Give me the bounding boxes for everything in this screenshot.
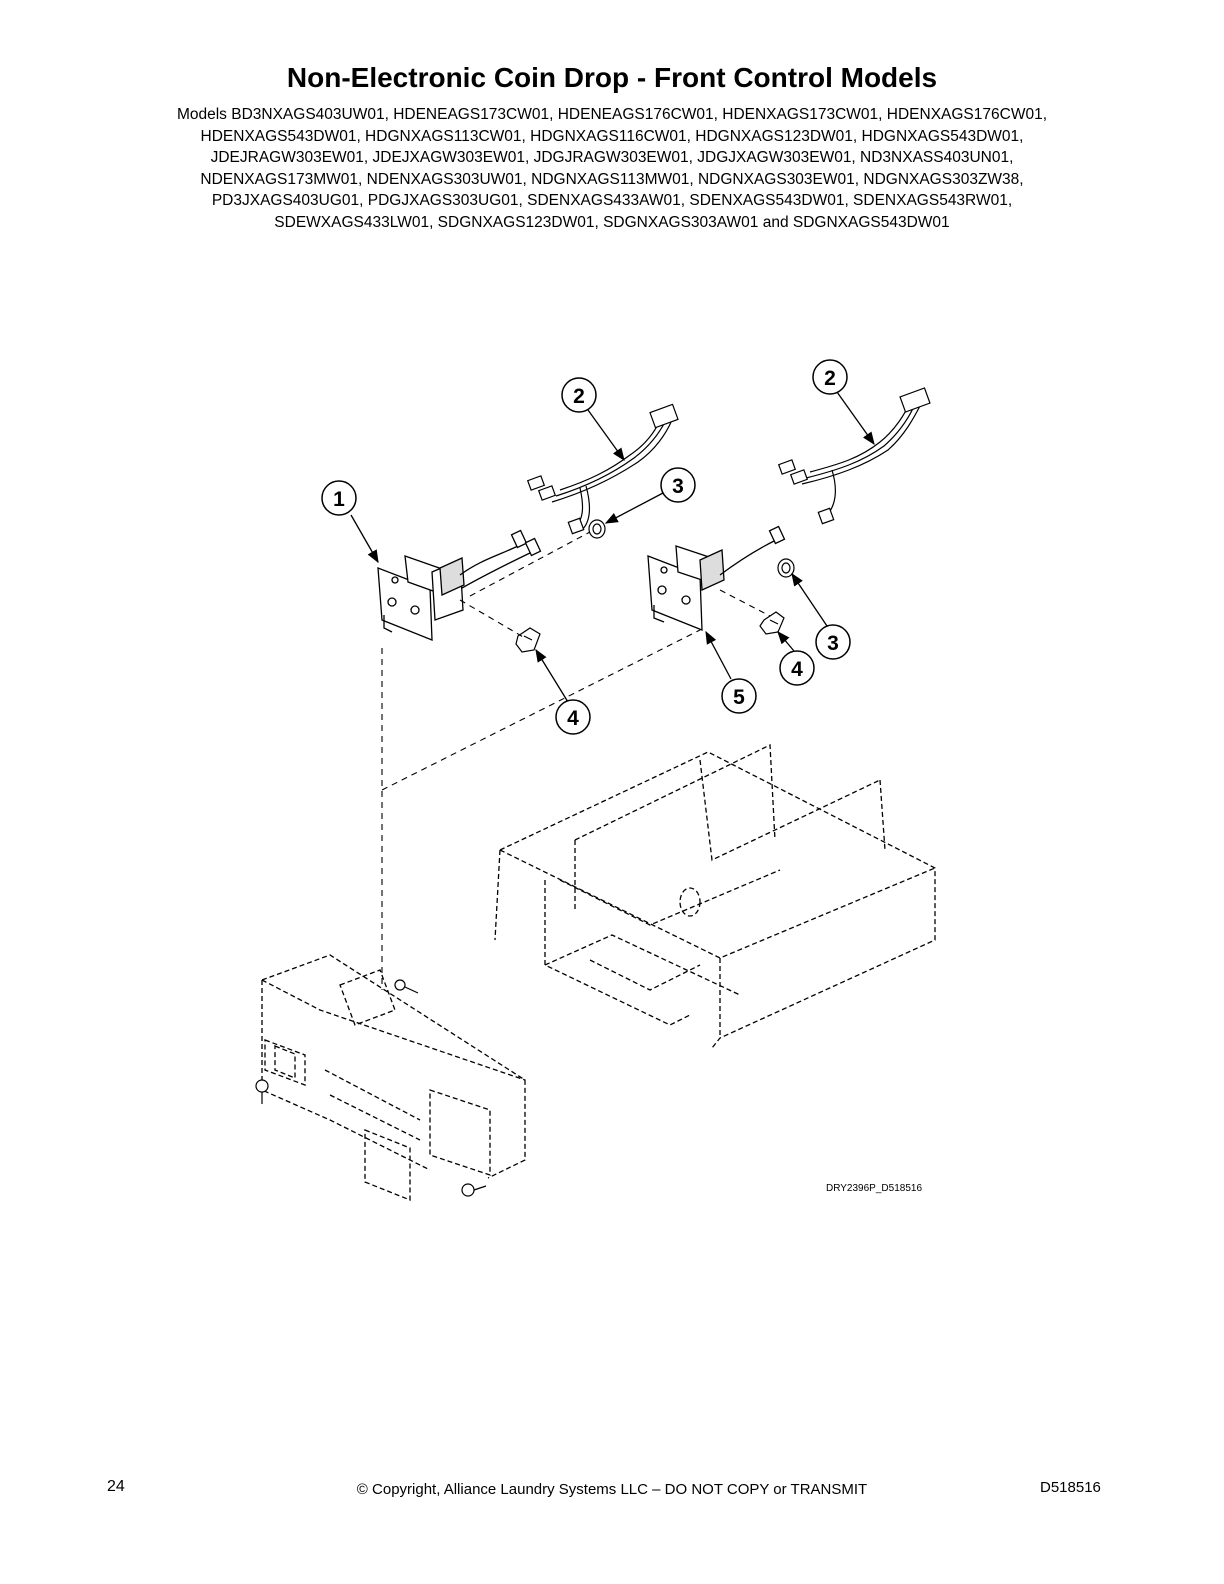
wire-harness-right (777, 387, 931, 525)
alignment-lines (381, 531, 771, 990)
screws (255, 979, 487, 1197)
model-line: PD3JXAGS403UG01, PDGJXAGS303UG01, SDENXA… (211, 192, 1013, 209)
coin-chute-right (759, 611, 785, 635)
document-number: D518516 (1040, 1479, 1101, 1496)
model-line: HDENXAGS543DW01, HDGNXAGS113CW01, HDGNXA… (200, 127, 1024, 145)
dryer-cabinet (494, 743, 936, 1049)
model-line: JDEJRAGW303EW01, JDEJXAGW303EW01, JDGJRA… (210, 149, 1014, 166)
callout-label: 4 (791, 658, 803, 681)
coin-chute-left (515, 627, 541, 653)
coin-drop-assembly-left (377, 529, 542, 641)
model-line: NDENXAGS173MW01, NDENXAGS303UW01, NDGNXA… (200, 170, 1024, 188)
callout-label: 3 (672, 475, 684, 498)
callout-2: 2 (812, 359, 848, 395)
control-console (261, 954, 526, 1201)
callout-label: 2 (573, 385, 585, 408)
copyright-notice: © Copyright, Alliance Laundry Systems LL… (356, 1481, 868, 1498)
grommet-right (777, 558, 795, 578)
grommet-left (588, 519, 606, 539)
callout-5: 5 (721, 678, 757, 714)
callout-label: 1 (333, 488, 345, 511)
callout-label: 2 (824, 367, 836, 390)
model-list: Models BD3NXAGS403UW01, HDENEAGS173CW01,… (70, 104, 1154, 233)
callout-label: 3 (827, 632, 839, 655)
callout-3: 3 (660, 467, 696, 503)
callout-label: 5 (733, 686, 745, 709)
callout-3: 3 (815, 624, 851, 660)
parts-diagram: 1 2 3 4 2 3 4 5 (255, 359, 936, 1201)
callout-4: 4 (555, 699, 591, 735)
figure-id: DRY2396P_D518516 (826, 1183, 923, 1194)
model-line: SDEWXAGS433LW01, SDGNXAGS123DW01, SDGNXA… (274, 213, 950, 231)
callout-4: 4 (779, 650, 815, 686)
wire-harness-left (526, 403, 679, 535)
callout-2: 2 (561, 377, 597, 413)
coin-drop-assembly-right (647, 525, 786, 631)
callout-1: 1 (321, 480, 357, 516)
page-number: 24 (107, 1478, 125, 1495)
model-line: Models BD3NXAGS403UW01, HDENEAGS173CW01,… (176, 106, 1048, 123)
page-title: Non-Electronic Coin Drop - Front Control… (286, 62, 938, 93)
callout-leaders (350, 391, 875, 703)
callout-label: 4 (567, 707, 579, 730)
